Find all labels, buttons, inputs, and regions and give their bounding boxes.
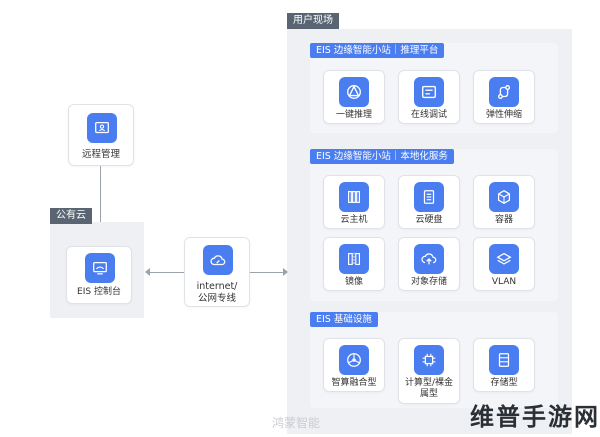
- chip-icon: [414, 345, 444, 375]
- card-label: 存储型: [490, 378, 518, 388]
- card-online-debug[interactable]: 在线调试: [398, 70, 460, 124]
- card-elastic-scaling[interactable]: 弹性伸缩: [473, 70, 535, 124]
- upload-cloud-icon: [414, 244, 444, 274]
- card-label: 在线调试: [410, 110, 447, 120]
- cloud-link-icon: [203, 245, 233, 275]
- card-label: 云硬盘: [415, 215, 443, 225]
- monitor-person-icon: [87, 113, 117, 143]
- card-label: 镜像: [344, 277, 363, 287]
- card-cloud-host[interactable]: 云主机: [323, 175, 385, 229]
- card-container[interactable]: 容器: [473, 175, 535, 229]
- card-label: VLAN: [491, 277, 517, 287]
- arrow-left: [145, 268, 150, 276]
- connector-connection-to-cloud: [150, 272, 184, 273]
- storage-rack-icon: [489, 345, 519, 375]
- section-header-infrastructure: EIS 基础设施: [310, 312, 378, 327]
- connector-connection-to-site: [250, 272, 283, 273]
- card-compute-bare-metal[interactable]: 计算型/裸金属型: [398, 338, 460, 404]
- internet-connection-card[interactable]: internet/ 公网专线: [184, 237, 250, 307]
- server-columns-icon: [339, 182, 369, 212]
- card-one-click-inference[interactable]: 一键推理: [323, 70, 385, 124]
- monitor-icon: [85, 253, 115, 283]
- public-cloud-title: 公有云: [50, 208, 92, 224]
- user-site-title: 用户现场: [287, 13, 339, 29]
- card-image[interactable]: 镜像: [323, 237, 385, 291]
- container-cube-icon: [489, 182, 519, 212]
- card-cloud-disk[interactable]: 云硬盘: [398, 175, 460, 229]
- card-vlan[interactable]: VLAN: [473, 237, 535, 291]
- eis-console-label: EIS 控制台: [77, 287, 121, 297]
- card-ai-fusion[interactable]: 智算融合型: [323, 338, 385, 392]
- brand-logo-text: 维普手游网: [470, 403, 600, 431]
- connection-label-line2: 公网专线: [197, 293, 236, 304]
- card-label: 容器: [494, 215, 513, 225]
- section-header-inference: EIS 边缘智能小站｜推理平台: [310, 43, 445, 58]
- card-label: 对象存储: [410, 277, 447, 287]
- card-label: 计算型/裸金属型: [404, 378, 454, 399]
- card-storage-type[interactable]: 存储型: [473, 338, 535, 392]
- terminal-window-icon: [414, 77, 444, 107]
- card-label: 一键推理: [335, 110, 372, 120]
- connection-label-line1: internet/: [196, 281, 238, 292]
- watermark-text: 鸿蒙智能: [272, 416, 321, 430]
- card-label: 云主机: [340, 215, 368, 225]
- layers-icon: [489, 244, 519, 274]
- card-label: 智算融合型: [331, 378, 377, 388]
- arrow-right: [283, 268, 288, 276]
- connector-remote-to-console: [100, 166, 101, 242]
- section-header-local-services: EIS 边缘智能小站｜本地化服务: [310, 149, 454, 164]
- card-object-storage[interactable]: 对象存储: [398, 237, 460, 291]
- remote-management-card[interactable]: 远程管理: [68, 104, 134, 166]
- eis-console-card[interactable]: EIS 控制台: [66, 246, 132, 304]
- disk-icon: [414, 182, 444, 212]
- image-mirror-icon: [339, 244, 369, 274]
- remote-management-label: 远程管理: [81, 149, 120, 160]
- hub-network-icon: [339, 345, 369, 375]
- flow-path-icon: [489, 77, 519, 107]
- triangle-network-icon: [339, 77, 369, 107]
- card-label: 弹性伸缩: [485, 110, 522, 120]
